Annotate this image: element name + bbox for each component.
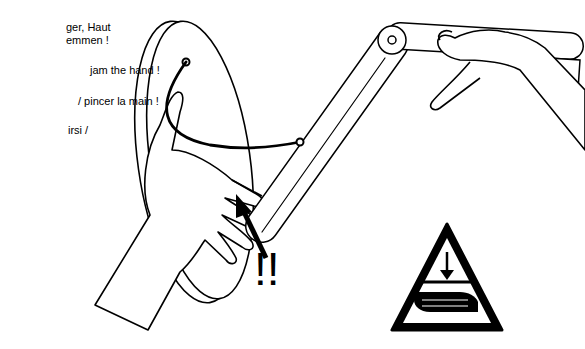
exclamation-mark: !! (254, 246, 304, 292)
left-hand (95, 92, 262, 330)
warning-text: / pincer la main ! (78, 95, 208, 108)
right-hand (431, 30, 585, 150)
warning-text: jam the hand ! (90, 64, 210, 77)
cable (167, 62, 300, 148)
warning-text: irsi / (68, 124, 148, 137)
crush-hazard-symbol (392, 224, 502, 330)
warning-text: ger, Haut emmen ! (66, 21, 128, 47)
